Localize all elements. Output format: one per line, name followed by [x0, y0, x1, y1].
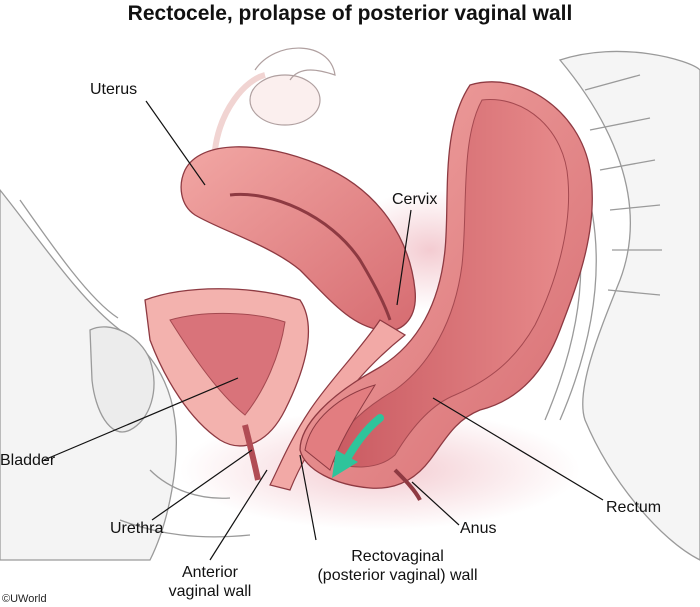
rectum-leader	[432, 397, 604, 501]
bladder-leader	[43, 377, 239, 461]
label-uterus: Uterus	[90, 81, 138, 98]
label-cervix: Cervix	[392, 191, 438, 208]
rectum-lumen	[329, 99, 570, 468]
sacrum	[524, 50, 700, 561]
copyright-notice: ©UWorld	[2, 593, 47, 605]
label-rectovaginal-line1: Rectovaginal	[351, 548, 444, 565]
label-rectovaginal-line2: (posterior vaginal) wall	[317, 567, 478, 584]
uterus-leader	[145, 100, 206, 186]
label-anterior-vaginal-wall: Anterior vaginal wall	[150, 563, 270, 601]
anus-leader	[411, 481, 460, 526]
label-bladder: Bladder	[0, 452, 56, 469]
figure-title: Rectocele, prolapse of posterior vaginal…	[127, 2, 573, 25]
label-anterior-line2: vaginal wall	[168, 583, 252, 600]
pubic-bone	[0, 188, 251, 561]
anus	[393, 468, 422, 501]
ovary	[212, 47, 336, 151]
cervix-leader	[396, 209, 412, 306]
bladder-lumen	[169, 312, 286, 416]
urethra-leader	[151, 449, 253, 521]
prolapse-direction-arrow	[332, 414, 384, 478]
label-anterior-line1: Anterior	[181, 564, 239, 581]
rectocele-bulge	[304, 384, 377, 471]
leader-lines	[43, 100, 604, 561]
anterior-leader	[209, 469, 268, 561]
rectovaginal-leader	[299, 454, 317, 541]
label-rectum: Rectum	[606, 499, 662, 516]
label-anus: Anus	[460, 520, 497, 537]
label-rectovaginal-wall: Rectovaginal (posterior vaginal) wall	[290, 547, 505, 585]
uterine-cavity	[229, 192, 392, 321]
label-urethra: Urethra	[110, 520, 164, 537]
urethra	[242, 424, 261, 481]
